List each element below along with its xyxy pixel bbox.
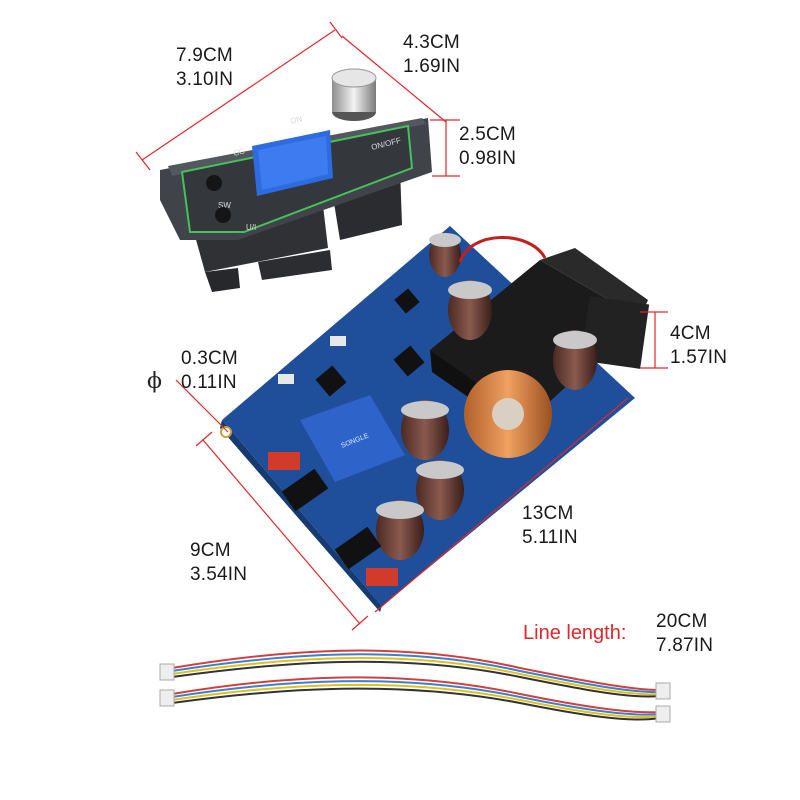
- heatsink-height-cm: 4CM: [670, 323, 711, 344]
- hole-diameter-label: 0.3CM 0.11IN: [181, 347, 238, 395]
- cooling-fan: [580, 296, 650, 369]
- line-length-caption: Line length:: [523, 622, 627, 644]
- mounting-hole: [220, 426, 232, 438]
- board-width-in: 3.54IN: [190, 564, 248, 585]
- heatsink-height-label: 4CM 1.57IN: [670, 322, 727, 370]
- display-width-in: 3.10IN: [176, 69, 234, 90]
- cable-length-in: 7.87IN: [656, 635, 714, 656]
- display-height-cm: 2.5CM: [459, 124, 516, 145]
- board-length-cm: 13CM: [522, 503, 574, 524]
- diameter-symbol: ϕ: [147, 369, 162, 394]
- board-length-in: 5.11IN: [522, 527, 578, 548]
- ic-chip: [393, 345, 425, 377]
- display-depth-cm: 4.3CM: [403, 32, 460, 53]
- button-sw-label: SW: [218, 201, 231, 210]
- cable-connector: [159, 689, 175, 707]
- bat-terminal-block: [281, 468, 329, 512]
- connector: [278, 374, 294, 384]
- cable-length-cm: 20CM: [656, 611, 708, 632]
- display-module: CC ON ON/OFF SW U/I: [160, 68, 432, 292]
- display-width-cm: 7.9CM: [176, 45, 233, 66]
- cable-length-label: 20CM 7.87IN: [656, 610, 713, 658]
- ic-chip: [394, 288, 420, 314]
- dimension-line: [141, 29, 336, 161]
- film-capacitor: [366, 568, 398, 586]
- button-ui-label: U/I: [246, 223, 256, 232]
- cable-connector: [159, 663, 175, 681]
- board-length-label: 13CM 5.11IN: [522, 502, 578, 550]
- cable-connector: [655, 705, 671, 723]
- rotary-knob: [331, 68, 377, 88]
- board-width-cm: 9CM: [190, 540, 231, 561]
- display-width-label: 7.9CM 3.10IN: [176, 44, 233, 92]
- ic-chip: [315, 365, 347, 397]
- hole-diameter-cm: 0.3CM: [181, 348, 238, 369]
- display-depth-label: 4.3CM 1.69IN: [403, 31, 460, 79]
- pcb-board: SONGLE BAT- BAT+ OUT- OUT+: [220, 226, 650, 612]
- relay: [300, 395, 405, 482]
- dimension-line: [374, 397, 629, 613]
- dimension-lines: [135, 21, 668, 631]
- hole-diameter-in: 0.11IN: [181, 372, 237, 393]
- dimension-line: [202, 439, 361, 625]
- dimension-line: [175, 379, 229, 433]
- heatsink-height-in: 1.57IN: [670, 347, 728, 368]
- connector: [330, 336, 346, 346]
- sw-button: [206, 175, 222, 191]
- display-depth-in: 1.69IN: [403, 56, 461, 77]
- display-height-in: 0.98IN: [459, 148, 517, 169]
- film-capacitor: [268, 452, 300, 470]
- indicator-cc-label: CC: [232, 146, 246, 158]
- out-terminal-block: [334, 526, 382, 570]
- indicator-on-label: ON: [289, 114, 303, 126]
- cable-connector: [655, 682, 671, 700]
- display-height-label: 2.5CM 0.98IN: [459, 123, 516, 171]
- connection-cables: [159, 649, 671, 723]
- ui-button: [215, 207, 231, 223]
- board-width-label: 9CM 3.54IN: [190, 539, 247, 587]
- dimension-line: [341, 35, 447, 123]
